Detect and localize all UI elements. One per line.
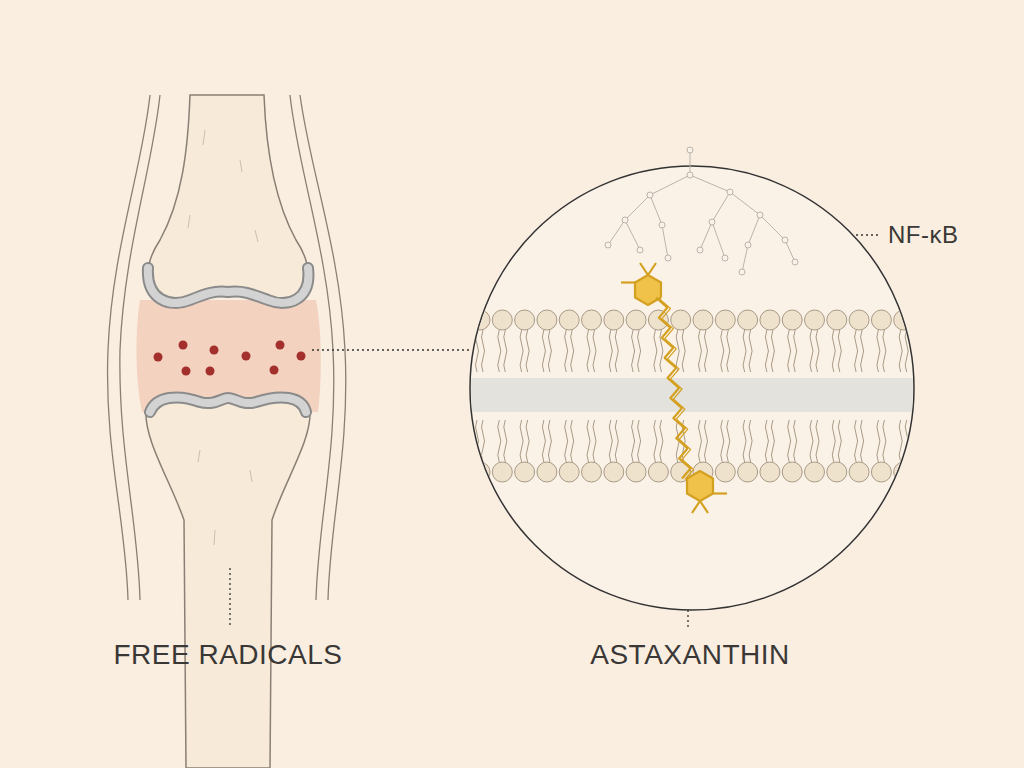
part-label: FREE RADICALS — [114, 639, 343, 671]
part-label: ASTAXANTHIN — [590, 639, 789, 671]
nfkb-pathway — [605, 147, 798, 275]
pathway-label: NF-κB — [888, 221, 959, 249]
tibia — [146, 396, 310, 768]
bone-texture — [188, 130, 258, 545]
free-radical-dots — [154, 341, 306, 376]
cartilage — [150, 397, 306, 412]
astaxanthin-molecule — [621, 263, 727, 513]
cartilage — [148, 268, 309, 303]
joint-space — [136, 300, 320, 412]
zoom-circle — [470, 166, 914, 610]
femur — [148, 95, 307, 300]
lipid-bilayer — [470, 310, 914, 482]
